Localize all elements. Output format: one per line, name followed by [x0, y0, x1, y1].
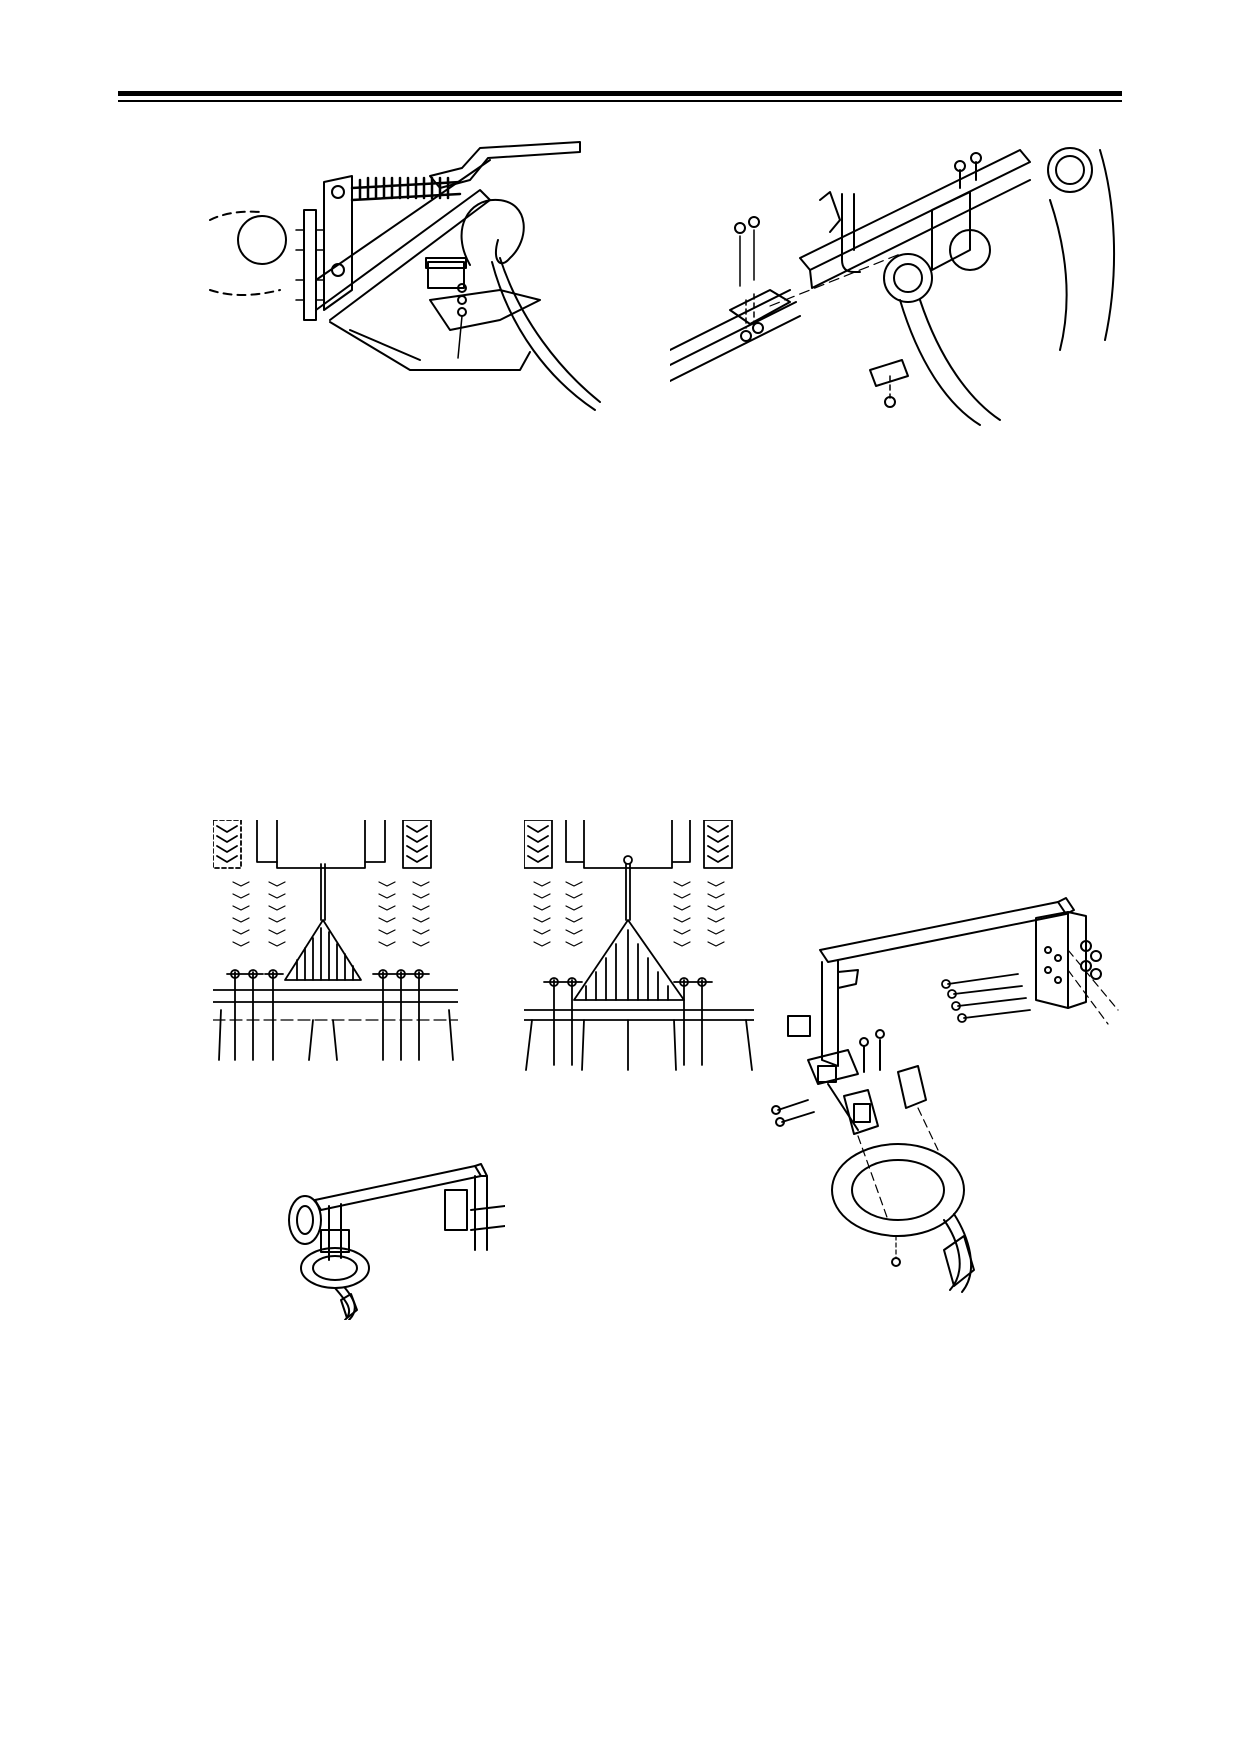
- tine-bar-exploded-illustration: [670, 140, 1125, 480]
- callout-leader: [458, 316, 462, 358]
- rake-triangle: [574, 920, 684, 1000]
- bolt-icon: [960, 162, 976, 188]
- square-cap-icon: [788, 1016, 810, 1036]
- rake-drawbar: [321, 864, 325, 920]
- header-rule-thin: [118, 100, 1122, 102]
- right-tyre-icon: [403, 820, 431, 868]
- left-tyre-icon: [213, 820, 241, 868]
- frame-bar: [315, 1166, 481, 1210]
- rake-drawbar: [626, 864, 630, 920]
- tube-end-icon: [238, 216, 286, 264]
- frame-right-plate: [1036, 912, 1068, 1008]
- mount-bracket: [324, 176, 352, 310]
- frame-arm: [316, 190, 490, 320]
- clamp-plate: [304, 210, 316, 320]
- spring-tine-mount-illustration: [200, 140, 680, 480]
- tine-shoe: [430, 290, 540, 330]
- wheel-scarifier-assembled-illustration: [285, 1160, 505, 1320]
- tractor-body: [566, 820, 690, 868]
- tractor-track-wide-illustration: [524, 820, 754, 1075]
- u-bolt-icon: [842, 194, 860, 272]
- disc-wheel-icon: [289, 1196, 321, 1244]
- spring-tine-icon: [462, 200, 600, 410]
- square-tube: [800, 150, 1030, 270]
- wheel-scarifier-exploded-illustration: [768, 890, 1123, 1295]
- right-tyre-icon: [704, 820, 732, 868]
- frame-bar: [820, 902, 1066, 962]
- frame-left-leg: [822, 960, 838, 1066]
- left-tyre-icon: [524, 820, 552, 868]
- bolt-icon: [942, 974, 1030, 1022]
- tractor-track-narrow-illustration: [213, 820, 458, 1080]
- extension-tube: [670, 290, 800, 406]
- nut-icon: [1081, 941, 1101, 979]
- mount-ring-icon: [1048, 148, 1092, 192]
- tine-holder: [428, 262, 464, 288]
- tine-unit-icon: [544, 978, 712, 1065]
- coiled-tine-icon: [832, 1144, 974, 1292]
- rake-triangle: [285, 920, 361, 980]
- tube-outline: [210, 212, 280, 295]
- header-rule-thick: [118, 91, 1122, 96]
- coil-spring-icon: [352, 178, 460, 200]
- tension-arm: [430, 142, 580, 188]
- toolbar: [213, 990, 458, 1002]
- spring-coil-icon: [884, 254, 932, 302]
- coiled-tine-icon: [301, 1248, 369, 1320]
- tine-unit-icon: [227, 970, 429, 1060]
